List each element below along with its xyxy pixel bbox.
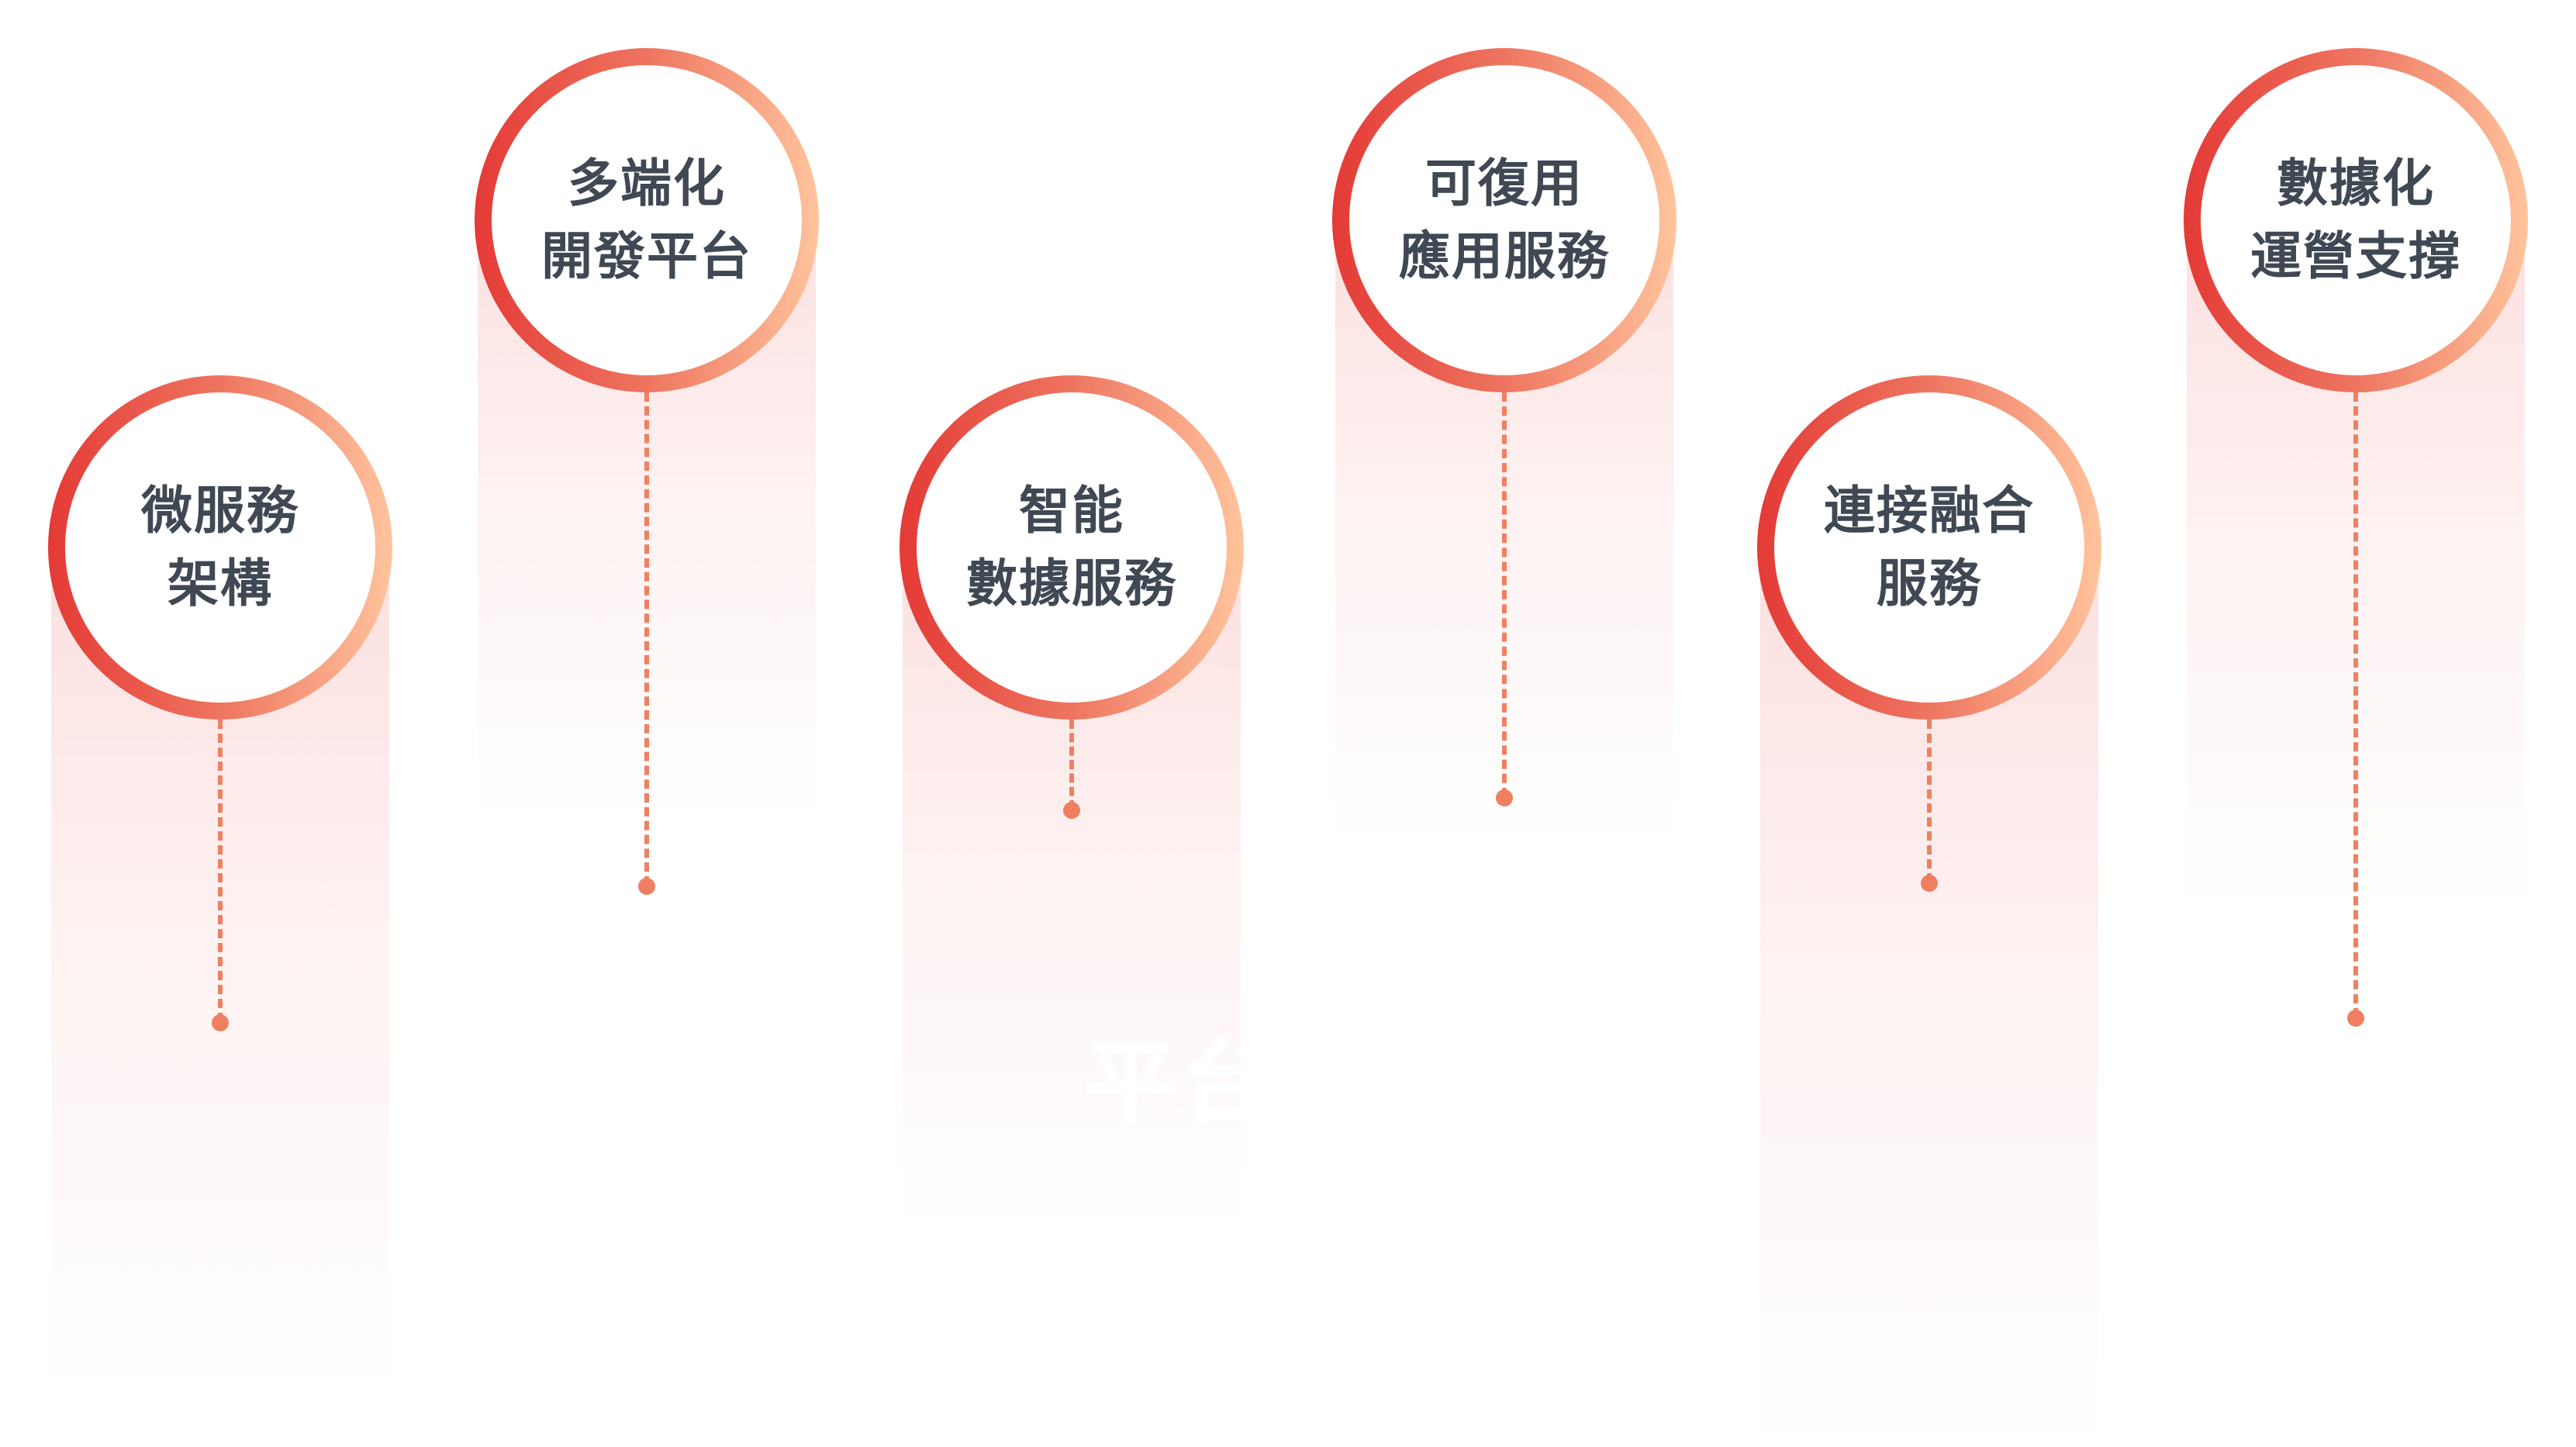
node-dashed-connector: [218, 720, 223, 1022]
node-label-line: 服務: [1877, 554, 1982, 613]
node-label-line: 應用服務: [1399, 226, 1610, 286]
node-end-dot: [1921, 875, 1938, 892]
node-label-line: 連接融合: [1824, 481, 2035, 540]
node-label-line: 可復用: [1425, 154, 1583, 213]
node-ring: 可復用 應用服務: [1332, 48, 1676, 392]
node-label-line: 運營支撐: [2250, 226, 2461, 286]
node-label-line: 數據服務: [966, 554, 1177, 613]
node-end-dot: [1496, 789, 1513, 806]
node-dashed-connector: [1927, 720, 1932, 882]
node-label: 可復用 應用服務: [1349, 65, 1659, 375]
node-end-dot: [638, 878, 655, 895]
node-label-line: 架構: [167, 554, 273, 613]
node-dashed-connector: [2353, 392, 2358, 1017]
node-ring: 多端化 開發平台: [475, 48, 819, 392]
node-end-dot: [1063, 802, 1080, 819]
node-label-line: 微服務: [141, 481, 299, 540]
node-dashed-connector: [644, 392, 649, 886]
node-ring: 數據化 運營支撐: [2184, 48, 2528, 392]
node-label-line: 多端化: [568, 154, 726, 213]
node-label-line: 開發平台: [541, 226, 752, 286]
node-label: 數據化 運營支撐: [2201, 65, 2511, 375]
node-end-dot: [2347, 1010, 2364, 1027]
diagram-title: 平台服務: [1084, 1031, 1475, 1138]
node-end-dot: [212, 1014, 229, 1031]
node-dashed-connector: [1502, 392, 1507, 797]
node-label-line: 數據化: [2277, 154, 2435, 213]
node-dashed-connector: [1069, 720, 1074, 810]
node-label: 多端化 開發平台: [492, 65, 802, 375]
node-label-line: 智能: [1019, 481, 1124, 540]
node-label: 智能 數據服務: [917, 392, 1227, 703]
node-ring: 微服務 架構: [48, 375, 392, 720]
node-ring: 智能 數據服務: [900, 375, 1244, 720]
node-label: 連接融合 服務: [1774, 392, 2084, 703]
node-label: 微服務 架構: [65, 392, 375, 703]
node-ring: 連接融合 服務: [1757, 375, 2101, 720]
